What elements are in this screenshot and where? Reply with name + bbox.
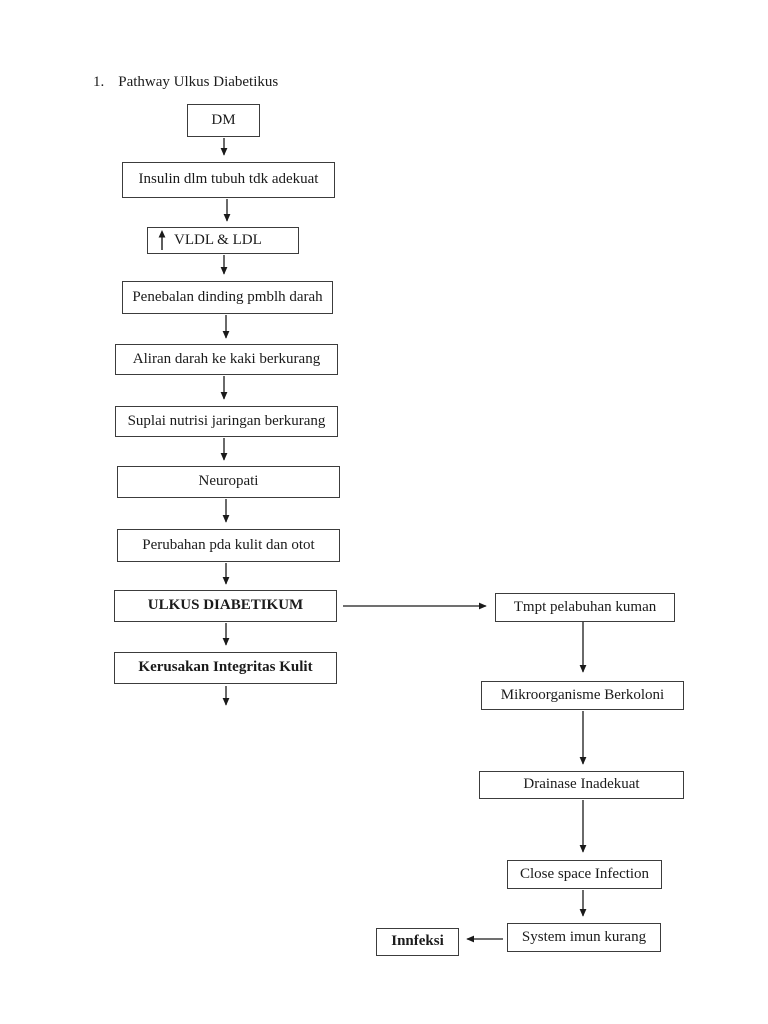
flow-node-perubahan: Perubahan pda kulit dan otot bbox=[117, 529, 340, 562]
flow-node-tmpt-pelabuhan-kuman: Tmpt pelabuhan kuman bbox=[495, 593, 675, 622]
flow-node-kerusakan-integritas-kulit: Kerusakan Integritas Kulit bbox=[114, 652, 337, 684]
flow-node-mikroorganisme-berkoloni: Mikroorganisme Berkoloni bbox=[481, 681, 684, 710]
flow-node-suplai: Suplai nutrisi jaringan berkurang bbox=[115, 406, 338, 437]
flow-node-vldl-label: VLDL & LDL bbox=[174, 231, 262, 248]
flow-node-vldl: VLDL & LDL bbox=[147, 227, 299, 254]
flow-node-system-imun-kurang: System imun kurang bbox=[507, 923, 661, 952]
page-title-text: Pathway Ulkus Diabetikus bbox=[118, 74, 279, 90]
flow-node-close-space-infection: Close space Infection bbox=[507, 860, 662, 889]
up-arrow-icon bbox=[157, 230, 167, 251]
flow-node-penebalan: Penebalan dinding pmblh darah bbox=[122, 281, 333, 314]
flow-node-neuropati: Neuropati bbox=[117, 466, 340, 498]
flow-node-ulkus-diabetikum: ULKUS DIABETIKUM bbox=[114, 590, 337, 622]
flow-node-dm: DM bbox=[187, 104, 260, 137]
flow-node-insulin: Insulin dlm tubuh tdk adekuat bbox=[122, 162, 335, 198]
flow-node-innfeksi: Innfeksi bbox=[376, 928, 459, 956]
list-number: 1. bbox=[93, 74, 105, 90]
page-title: 1. Pathway Ulkus Diabetikus bbox=[93, 74, 278, 91]
flow-node-drainase-inadekuat: Drainase Inadekuat bbox=[479, 771, 684, 799]
flow-node-aliran: Aliran darah ke kaki berkurang bbox=[115, 344, 338, 375]
